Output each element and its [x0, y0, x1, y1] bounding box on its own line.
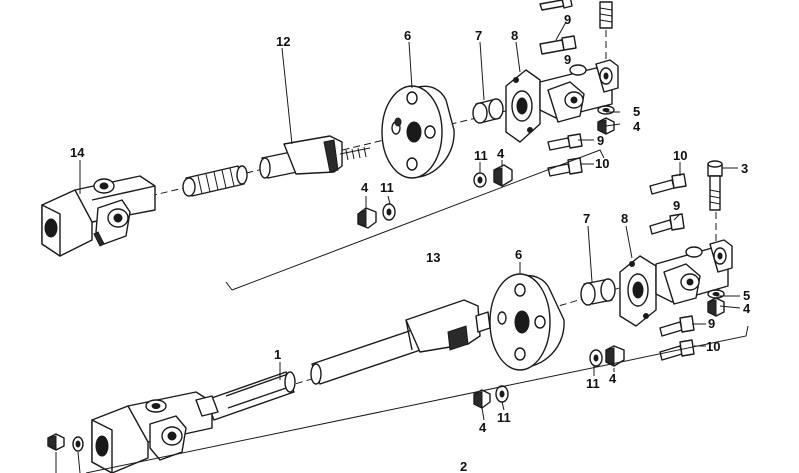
label-6-lower: 6	[515, 247, 522, 262]
label-4-upper-mid: 4	[497, 146, 505, 161]
label-2: 2	[460, 459, 467, 473]
label-4-lower-mid: 4	[609, 371, 617, 386]
nut-4-lower-left	[473, 389, 491, 409]
splined-shaft-end	[182, 165, 248, 197]
bolt-10-upper	[547, 157, 583, 177]
washer-lower-far-left	[72, 436, 84, 452]
lower-assembly	[47, 160, 749, 473]
nut-4-upper	[493, 164, 513, 187]
label-9-upper-b: 9	[564, 52, 571, 67]
label-14: 14	[70, 145, 85, 160]
washer-11-upper	[473, 172, 487, 188]
label-5-lower: 5	[743, 288, 750, 303]
bracket-13	[231, 149, 605, 291]
label-3: 3	[741, 161, 748, 176]
bolt-top-right	[539, 0, 573, 11]
label-8-upper: 8	[511, 28, 518, 43]
label-1: 1	[274, 347, 281, 362]
washer-11-upper-left	[382, 203, 396, 221]
bolt-upper-vertical	[599, 1, 613, 29]
flange-8-lower	[619, 255, 657, 327]
universal-joint-14	[41, 175, 156, 257]
label-13: 13	[426, 250, 440, 265]
label-11-lower-mid: 11	[586, 376, 600, 391]
universal-joint-lower-left	[91, 391, 219, 473]
label-11-upper-left: 11	[380, 180, 394, 195]
intermediate-shaft-12	[259, 135, 371, 179]
bracket-2	[85, 325, 749, 473]
bolt-9-lower-a	[649, 213, 685, 235]
label-9-lower-a: 9	[673, 198, 680, 213]
bolt-9-upper-b	[547, 133, 583, 151]
washer-11-lower	[589, 349, 603, 367]
main-shaft-1	[205, 299, 491, 421]
label-11-lower-left: 11	[497, 410, 511, 425]
label-4-lower-right: 4	[743, 301, 751, 316]
label-7-upper: 7	[475, 28, 482, 43]
bolt-3	[707, 160, 723, 211]
label-7-lower: 7	[583, 211, 590, 226]
nut-4-upper-left	[357, 207, 377, 229]
label-12: 12	[276, 34, 290, 49]
label-10-lower-b: 10	[706, 339, 720, 354]
universal-joint-lower-right	[655, 239, 733, 305]
washer-5-upper	[597, 105, 615, 115]
label-11-upper-mid: 11	[474, 148, 488, 163]
upper-assembly	[41, 0, 619, 291]
bushing-7-lower	[580, 278, 616, 306]
flexible-coupling-disc-6-lower	[489, 273, 565, 371]
label-4-lower-left: 4	[479, 420, 487, 435]
label-4-upper-right: 4	[633, 119, 641, 134]
flange-8-upper	[505, 69, 541, 143]
label-9-lower-b: 9	[708, 316, 715, 331]
universal-joint-upper-right	[539, 59, 619, 123]
label-9-upper-a: 9	[564, 12, 571, 27]
bolt-9-upper-a	[539, 35, 577, 55]
label-6-upper: 6	[404, 28, 411, 43]
leader-lines	[55, 21, 741, 473]
nut-4-lower-right	[707, 297, 725, 317]
bolt-10-lower-a	[649, 173, 687, 195]
label-9-upper-c: 9	[597, 133, 604, 148]
bushing-7-upper	[472, 98, 504, 124]
label-10-upper: 10	[595, 156, 609, 171]
label-8-lower: 8	[621, 211, 628, 226]
label-10-lower-a: 10	[673, 148, 687, 163]
nut-lower-far-left	[47, 433, 65, 451]
bolt-9-lower-b	[659, 315, 695, 337]
nut-4-lower	[605, 345, 625, 367]
label-5-upper: 5	[633, 104, 640, 119]
part-number-labels: 12 6 7 8 9 9 5 4 9 10 14 11 4 4 11 13 10…	[70, 12, 751, 473]
flexible-coupling-disc-6	[381, 85, 455, 179]
label-4-upper-left: 4	[361, 180, 369, 195]
washer-5-lower	[707, 289, 725, 299]
washer-11-lower-left	[495, 385, 509, 403]
